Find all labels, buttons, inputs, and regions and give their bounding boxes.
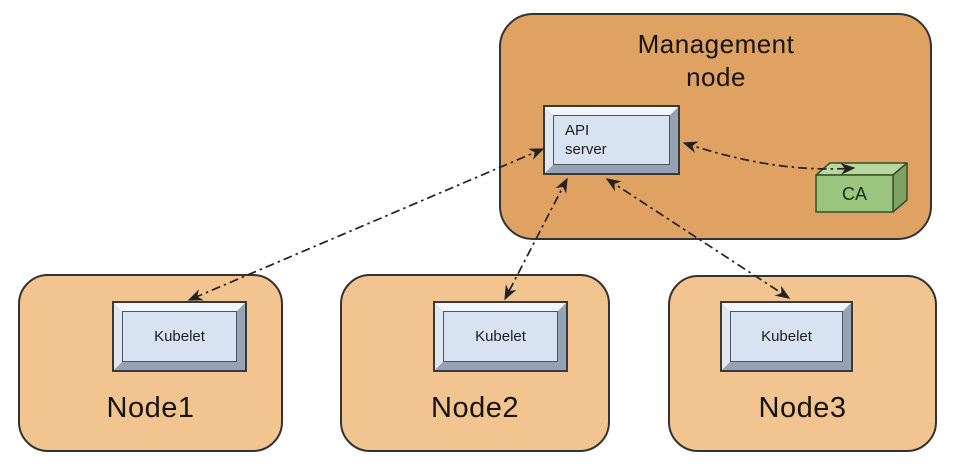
kubelet-face: Kubelet <box>443 311 558 362</box>
kubelet-box-node2: Kubelet <box>433 301 568 372</box>
kubelet-face: Kubelet <box>730 311 843 362</box>
api-server-label-line2: server <box>565 141 607 158</box>
kubelet-face: Kubelet <box>122 311 237 362</box>
kubelet-label-node2: Kubelet <box>475 327 526 345</box>
management-node-title-line1: Management <box>637 29 795 59</box>
kubelet-box-node1: Kubelet <box>112 301 247 372</box>
api-server-bevel-frame <box>545 107 678 173</box>
node2-label: Node2 <box>431 392 519 424</box>
management-node-title: Management node <box>555 28 877 93</box>
api-server-face: API server <box>553 115 670 165</box>
kubelet-box-node3: Kubelet <box>720 301 853 372</box>
ca-label: CA <box>841 184 867 204</box>
kubelet-bevel-frame <box>435 303 566 370</box>
kubelet-label-node1: Kubelet <box>154 327 205 345</box>
kubelet-bevel-frame <box>722 303 851 370</box>
node1-label: Node1 <box>106 392 195 424</box>
node3-label: Node3 <box>758 392 847 424</box>
api-server-box: API server <box>543 105 680 175</box>
api-server-label: API server <box>565 121 607 160</box>
ca-front-face <box>815 174 894 213</box>
api-server-label-line1: API <box>565 121 590 139</box>
ca-top-face <box>815 162 908 176</box>
management-node-title-line2: node <box>686 61 746 92</box>
kubelet-label-node3: Kubelet <box>761 327 812 345</box>
kubelet-bevel-frame <box>114 303 245 370</box>
